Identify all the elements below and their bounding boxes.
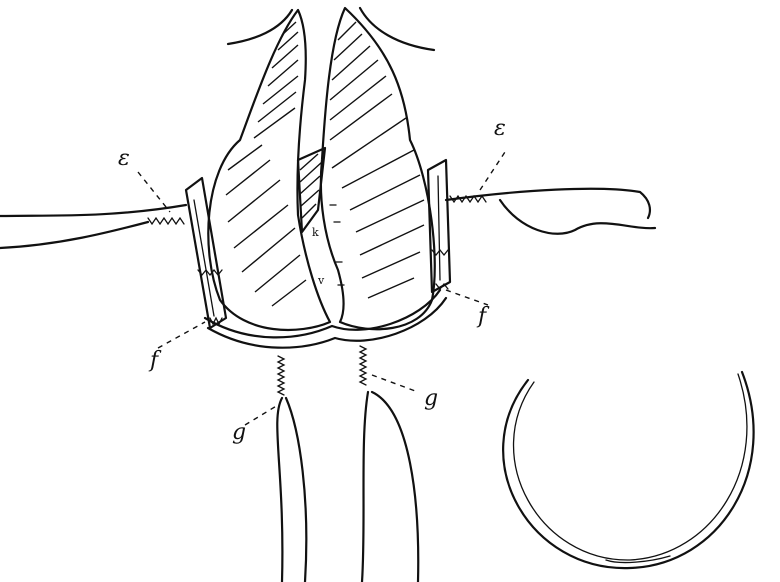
label-f-left: f — [150, 350, 158, 372]
upper-tissue-outline — [228, 8, 434, 50]
left-suture-g — [245, 356, 306, 582]
label-f-right: f — [478, 306, 486, 328]
left-suture-e — [0, 172, 186, 248]
label-e-left: ε — [118, 148, 130, 170]
right-tissue-flap — [321, 8, 435, 329]
curved-suture-needle-icon — [503, 372, 753, 568]
label-e-right: ε — [494, 118, 506, 140]
right-suture-e — [446, 152, 655, 234]
left-tissue-flap — [208, 10, 330, 330]
label-g-left: g — [232, 422, 246, 444]
left-clamp — [186, 178, 226, 328]
mark-upper: k — [312, 227, 319, 238]
mark-lower: v — [318, 275, 324, 286]
right-suture-g — [360, 346, 418, 582]
label-g-right: g — [424, 388, 438, 410]
